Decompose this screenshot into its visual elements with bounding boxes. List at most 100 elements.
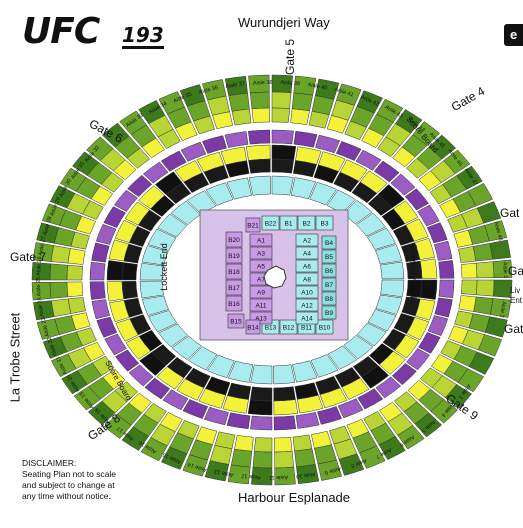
middle-tier-section <box>67 248 86 265</box>
lower-tier-section <box>380 261 405 280</box>
gate-1-partial-label: Gat <box>504 322 523 336</box>
floor-section-label: A5 <box>257 264 265 271</box>
aisle-label: Aisle 26 <box>36 256 43 276</box>
partner-badge: e <box>504 24 523 46</box>
black-tier-section <box>273 386 296 402</box>
middle-tier-section <box>460 262 478 279</box>
purple-tier-section <box>293 131 318 148</box>
purple-tier-section <box>142 161 169 184</box>
outer-tier-section <box>489 239 511 260</box>
black-tier-section <box>271 158 294 174</box>
floor-section-a <box>249 246 273 260</box>
middle-tier-section <box>214 431 236 449</box>
middle-tier-section <box>392 146 416 168</box>
floor-section-label: B8 <box>325 296 333 303</box>
black-tier-section <box>294 382 319 400</box>
middle-tier-section <box>447 213 468 233</box>
upper-tier-section <box>50 245 71 264</box>
inner-tier-section <box>271 144 297 161</box>
lower-tier-section <box>248 175 271 196</box>
aisle-label: Aisle 39 <box>280 80 300 88</box>
aisle-label: Aisle 27 <box>38 236 47 256</box>
middle-tier-section <box>175 121 198 141</box>
lower-tier-section <box>158 323 189 348</box>
floor-section-label: A4 <box>303 251 311 258</box>
middle-tier-section <box>405 158 430 179</box>
black-tier-section <box>382 328 407 351</box>
middle-tier-section <box>290 108 310 125</box>
floor-section-label: A11 <box>255 303 266 310</box>
middle-tier-section <box>143 402 167 424</box>
gate-7-label: Gate 7 <box>10 250 47 264</box>
floor-section-left <box>225 247 243 264</box>
middle-tier-section <box>344 120 367 141</box>
gate-2-partial-label: Gat <box>508 264 523 278</box>
middle-tier-section <box>212 111 234 130</box>
upper-tier-section <box>49 263 69 281</box>
black-tier-section <box>248 158 271 174</box>
floor-section-label: B4 <box>325 240 333 247</box>
purple-tier-section <box>89 281 106 300</box>
purple-tier-section <box>128 364 154 387</box>
upper-tier-section <box>252 451 273 469</box>
lower-tier-section <box>327 345 358 370</box>
purple-tier-section <box>337 398 364 419</box>
black-tier-section <box>203 165 229 185</box>
disclaimer-line-3: any time without notice. <box>22 491 111 501</box>
upper-tier-section <box>274 450 295 469</box>
floor-section-label: B2 <box>303 221 311 228</box>
lower-tier-section <box>310 354 339 378</box>
aisle-label: Aisle 48 <box>492 221 503 241</box>
floor-section-right <box>321 305 337 320</box>
aisle-label: Aisle 1 <box>501 262 508 279</box>
middle-tier-section <box>329 425 351 445</box>
middle-tier-section <box>251 107 270 124</box>
lower-tier-section <box>343 334 374 360</box>
purple-tier-section <box>127 174 153 197</box>
purple-tier-section <box>317 406 342 425</box>
middle-tier-section <box>454 310 474 329</box>
floor-section-a <box>295 233 319 247</box>
floor-section-top <box>261 215 280 231</box>
floor-section-label: B3 <box>321 221 329 228</box>
floor-section-label: A7 <box>257 277 265 284</box>
floor-section-label: A1 <box>257 238 265 245</box>
black-tier-section <box>250 386 273 402</box>
middle-tier-section <box>448 325 469 345</box>
floor-section-label: B16 <box>228 301 240 308</box>
purple-tier-section <box>373 160 400 183</box>
middle-tier-section <box>126 148 151 169</box>
purple-tier-section <box>160 150 187 172</box>
floor-section-bottom <box>279 319 298 335</box>
floor-section-label: A12 <box>301 303 313 310</box>
purple-tier-section <box>180 141 207 162</box>
lower-tier-section <box>356 322 387 347</box>
middle-tier-section <box>177 419 200 440</box>
floor-section-right <box>321 249 337 264</box>
black-tier-section <box>351 181 378 204</box>
floor-section-a <box>249 285 273 299</box>
middle-tier-section <box>346 419 369 439</box>
black-tier-section <box>184 367 211 389</box>
floor-section-label: A3 <box>257 251 265 258</box>
gate-5-label: Gate 5 <box>283 38 298 76</box>
middle-tier-section <box>271 107 290 123</box>
purple-tier-section <box>295 412 320 429</box>
middle-tier-section <box>157 128 181 149</box>
floor-section-right <box>321 235 337 250</box>
aisle-label: Aisle 9 <box>324 465 342 475</box>
black-tier-section <box>313 164 339 184</box>
middle-tier-section <box>70 231 90 250</box>
black-tier-section <box>292 160 317 178</box>
purple-tier-section <box>434 297 453 318</box>
lower-tier-section <box>375 244 403 265</box>
black-tier-section <box>334 367 361 388</box>
purple-tier-section <box>406 348 430 371</box>
middle-tier-section <box>75 215 96 235</box>
middle-tier-section <box>407 379 431 401</box>
floor-section-label: B11 <box>301 325 312 332</box>
coventry-end-label: Coventry End <box>408 243 419 299</box>
logo-number: 193 <box>122 23 164 49</box>
floor-section-extra <box>227 313 245 329</box>
floor-section-label: A10 <box>301 290 313 297</box>
